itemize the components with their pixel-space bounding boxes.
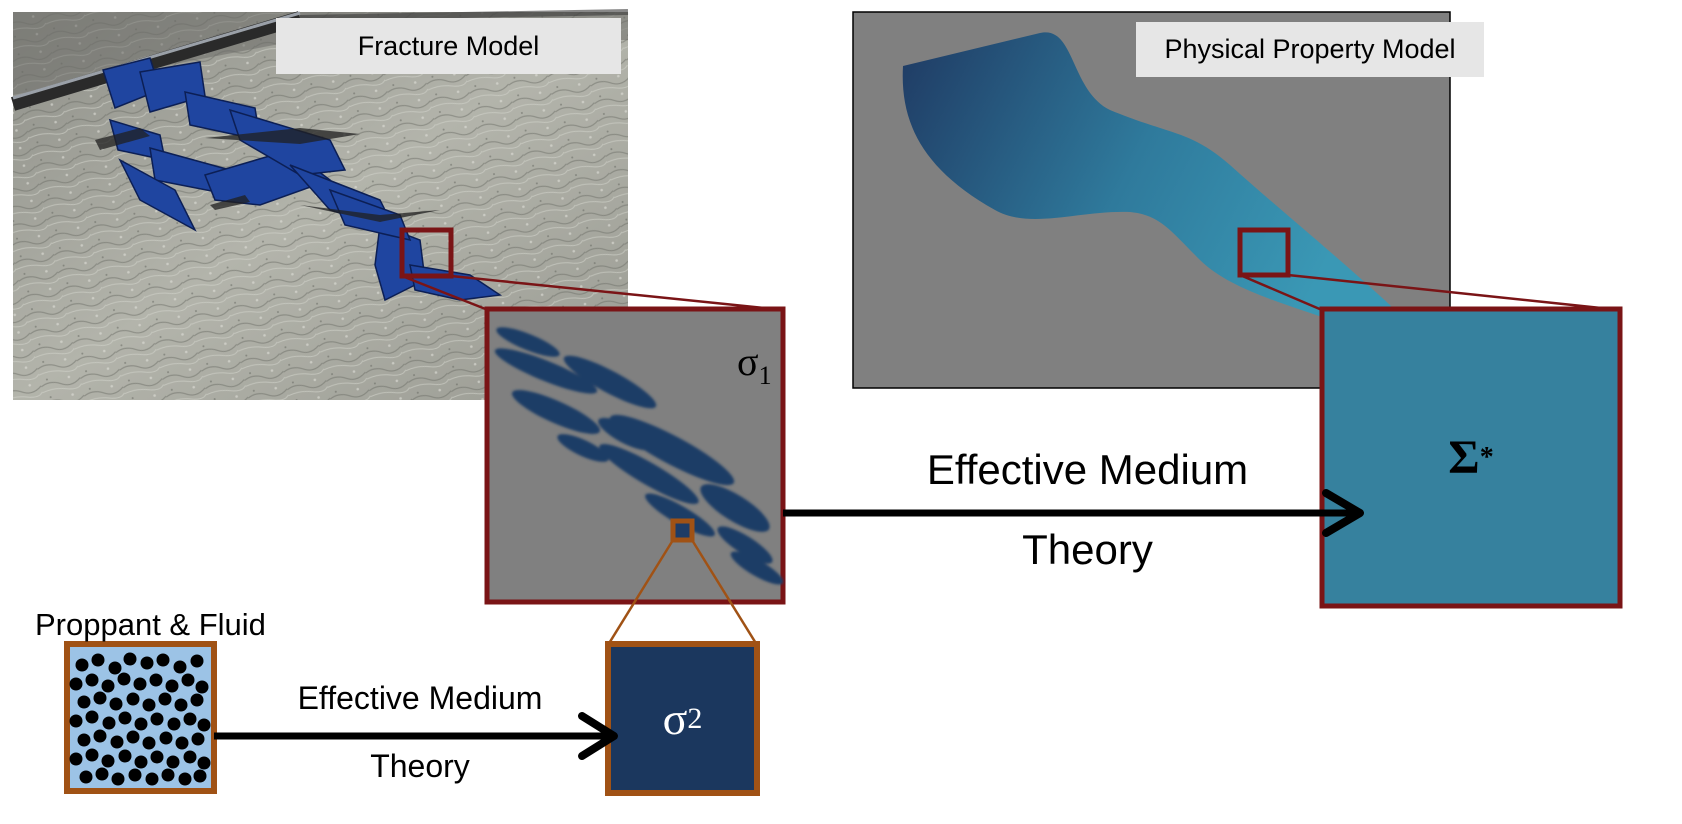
zoom-connector-sigma-star: [1239, 273, 1621, 312]
zoom-box-fracture: [399, 227, 454, 279]
physical-property-model-title: Physical Property Model: [1136, 22, 1484, 77]
sigma-star-base: Σ: [1448, 431, 1480, 484]
proppant-box: [64, 641, 217, 794]
emt-top-line1: Effective Medium: [926, 446, 1249, 493]
zoom-box-property: [1237, 227, 1291, 278]
property-body: [902, 32, 1400, 326]
proppant-fluid-label: Proppant & Fluid: [35, 607, 266, 642]
zoom-box-ellipse: [670, 518, 695, 543]
fracture-shadows: [95, 128, 440, 222]
crack-ellipses: [494, 327, 784, 585]
emt-arrow-bottom: [214, 712, 618, 760]
sigma1-panel: [484, 306, 786, 605]
zoom-connector-sigma2: [606, 539, 759, 646]
sigma-star-box: [1319, 306, 1623, 609]
fracture-model-panel: [10, 9, 629, 400]
fracture-model-title: Fracture Model: [276, 18, 621, 74]
zoom-connector-sigma1: [401, 274, 785, 312]
emt-bottom-line1: Effective Medium: [297, 680, 543, 716]
proppant-grains: [69, 652, 211, 786]
sigma1-base: σ: [737, 339, 759, 384]
emt-arrow-top: [783, 489, 1364, 537]
sigma-star-superscript: *: [1479, 441, 1494, 473]
emt-top-line2: Theory: [1022, 526, 1153, 573]
sigma2-subscript: 2: [687, 701, 703, 735]
sigma1-subscript: 1: [758, 361, 772, 390]
sigma2-base: σ: [662, 693, 688, 744]
sigma2-box: [605, 641, 760, 796]
emt-bottom-line2: Theory: [370, 748, 470, 784]
sigma-star-label: Σ*: [1322, 309, 1620, 606]
wellbore-pipe: [10, 9, 629, 111]
sigma1-label: σ1: [737, 338, 772, 391]
